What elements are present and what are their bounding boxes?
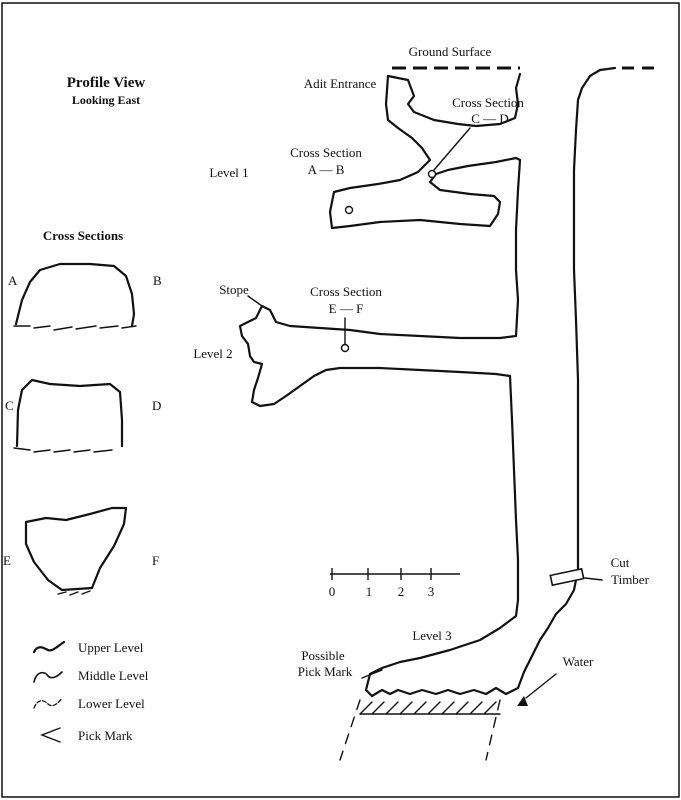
legend-middle-level: Middle Level: [78, 668, 149, 683]
level-3-projected-left: [339, 699, 361, 761]
cut-timber-label-line1: Cut: [611, 555, 630, 570]
cross-section-cd-floor: [13, 447, 113, 453]
scale-tick-3: 3: [428, 584, 435, 599]
cross-section-ab-marker: [344, 205, 354, 215]
water-label: Water: [563, 654, 594, 669]
pick-mark-symbol-icon: [40, 727, 61, 743]
cross-section-ef-floor: [57, 590, 91, 596]
pick-mark-label-line1: Possible: [301, 648, 345, 663]
cross-section-ab-letters: A — B: [308, 162, 345, 177]
legend-lower-level: Lower Level: [78, 696, 145, 711]
cross-section-ef-letters: E — F: [329, 301, 364, 316]
cross-section-b-letter: B: [153, 273, 162, 288]
level-3-projected-right: [485, 699, 501, 761]
upper-shaft-right-wall: [288, 158, 522, 340]
main-shaft-right-wall: [516, 68, 602, 690]
cross-section-d-letter: D: [152, 398, 161, 413]
ground-surface-label: Ground Surface: [409, 44, 492, 59]
cut-timber-symbol: [549, 567, 585, 587]
adit-entrance-label: Adit Entrance: [304, 76, 377, 91]
legend-pick-mark: Pick Mark: [78, 728, 133, 743]
cut-timber-leader: [584, 577, 603, 581]
adit-upper-outline: [386, 72, 522, 128]
adit-side-wall: [384, 74, 390, 122]
level-2-label: Level 2: [193, 346, 232, 361]
cross-section-cd-title: Cross Section: [452, 95, 524, 110]
cross-section-f-letter: F: [152, 553, 159, 568]
water-marker-icon: [517, 696, 528, 706]
lower-shaft-left-wall: [364, 374, 520, 698]
legend-upper-level: Upper Level: [78, 640, 144, 655]
cross-section-a-letter: A: [8, 273, 18, 288]
cross-section-ef-shape: [24, 506, 128, 592]
page-title: Profile View: [67, 75, 146, 91]
cross-section-e-letter: E: [3, 553, 11, 568]
upper-level-line-icon: [32, 640, 66, 654]
lower-level-line-icon: [33, 697, 63, 709]
level-2-stope-outline: [238, 304, 512, 408]
middle-level-line-icon: [33, 671, 63, 683]
cross-section-c-letter: C: [5, 398, 14, 413]
pick-mark-label-line2: Pick Mark: [298, 664, 353, 679]
legend: Upper Level Middle Level Lower Level Pic…: [32, 640, 149, 743]
stope-label: Stope: [219, 282, 249, 297]
scale-bar: 0 1 2 3: [329, 568, 460, 599]
pick-mark-leader: [361, 669, 383, 679]
page-subtitle: Looking East: [72, 93, 140, 107]
water-leader: [525, 673, 557, 699]
cross-section-cd-shape: [15, 378, 124, 448]
level-3-floor-hatch: [359, 701, 501, 715]
cross-section-ef-marker: [340, 343, 350, 353]
cross-section-cd-marker: [427, 169, 437, 179]
level-3-label: Level 3: [412, 628, 451, 643]
level-1-label: Level 1: [209, 165, 248, 180]
scale-tick-1: 1: [366, 584, 373, 599]
scale-tick-2: 2: [398, 584, 405, 599]
adit-entrance-lower-wall: [328, 118, 522, 230]
ground-surface-right-segment: [598, 66, 617, 72]
scale-tick-0: 0: [329, 584, 336, 599]
stope-leader: [247, 295, 263, 307]
cross-section-ef-title: Cross Section: [310, 284, 382, 299]
cross-section-ab-shape: [14, 262, 136, 328]
cross-section-cd-leader: [433, 127, 471, 171]
cross-section-ab-title: Cross Section: [290, 145, 362, 160]
cross-section-ab-floor: [13, 325, 137, 331]
level-3-floor: [370, 686, 520, 698]
cross-section-cd-letters: C — D: [471, 111, 509, 126]
cut-timber-label-line2: Timber: [611, 572, 649, 587]
cross-sections-heading: Cross Sections: [43, 228, 123, 243]
